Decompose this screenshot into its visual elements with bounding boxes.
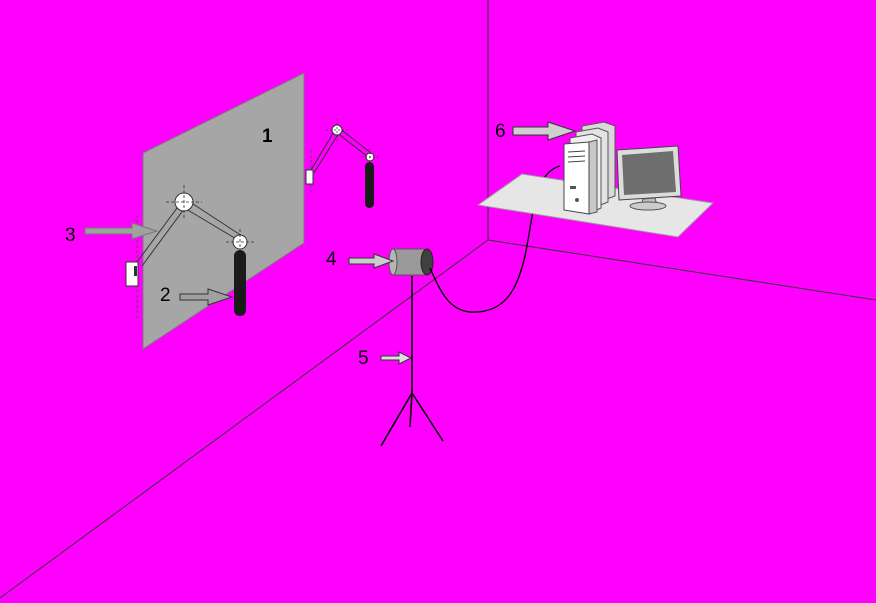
joint-marker-lower bbox=[226, 229, 254, 255]
joint-marker-upper bbox=[166, 185, 202, 219]
tripod-callout: 5 bbox=[358, 348, 413, 369]
tripod-leg-left bbox=[380, 392, 413, 447]
monitor bbox=[616, 145, 682, 211]
pivot-callout: 3 bbox=[65, 222, 159, 246]
computer-callout: 6 bbox=[495, 121, 577, 142]
camera-arrow bbox=[348, 253, 395, 269]
clamp-slot bbox=[134, 266, 137, 276]
camera: 4 bbox=[326, 248, 434, 276]
tripod-arrow bbox=[380, 351, 413, 365]
tripod bbox=[380, 276, 444, 447]
tripod-leg-right bbox=[411, 392, 444, 442]
tower-front bbox=[563, 141, 590, 215]
back-clamp bbox=[305, 169, 314, 185]
monitor-screen bbox=[622, 151, 676, 195]
tower-front-side bbox=[588, 139, 598, 215]
back-weight-bar bbox=[365, 162, 374, 208]
pendulum-arm-lower bbox=[180, 199, 243, 241]
board-panel bbox=[142, 72, 305, 350]
back-arm-lower bbox=[335, 127, 372, 158]
camera-label: 4 bbox=[326, 249, 337, 270]
pivot-arrow bbox=[84, 222, 159, 240]
back-arm-upper bbox=[310, 129, 340, 174]
room-floor-right-edge bbox=[487, 239, 876, 301]
pendulum-back bbox=[305, 119, 379, 208]
monitor-base bbox=[629, 201, 667, 211]
weight-callout: 2 bbox=[160, 285, 234, 306]
back-joint-upper bbox=[326, 119, 348, 141]
computer-arrow bbox=[512, 121, 577, 141]
board-label: 1 bbox=[262, 126, 273, 147]
room-floor-left-edge bbox=[0, 239, 489, 599]
tripod-label: 5 bbox=[358, 348, 369, 369]
pendulum-front bbox=[125, 185, 254, 318]
weight-label: 2 bbox=[160, 285, 171, 306]
computer-tower bbox=[563, 121, 616, 215]
computer-label: 6 bbox=[495, 121, 506, 142]
back-joint-lower bbox=[361, 148, 379, 166]
tripod-leg-middle bbox=[409, 392, 413, 428]
weight-arrow bbox=[179, 288, 234, 306]
pivot-label: 3 bbox=[65, 225, 76, 246]
pendulum-arm-upper bbox=[136, 199, 188, 267]
board: 1 bbox=[142, 72, 305, 350]
weight-bar bbox=[234, 250, 246, 316]
